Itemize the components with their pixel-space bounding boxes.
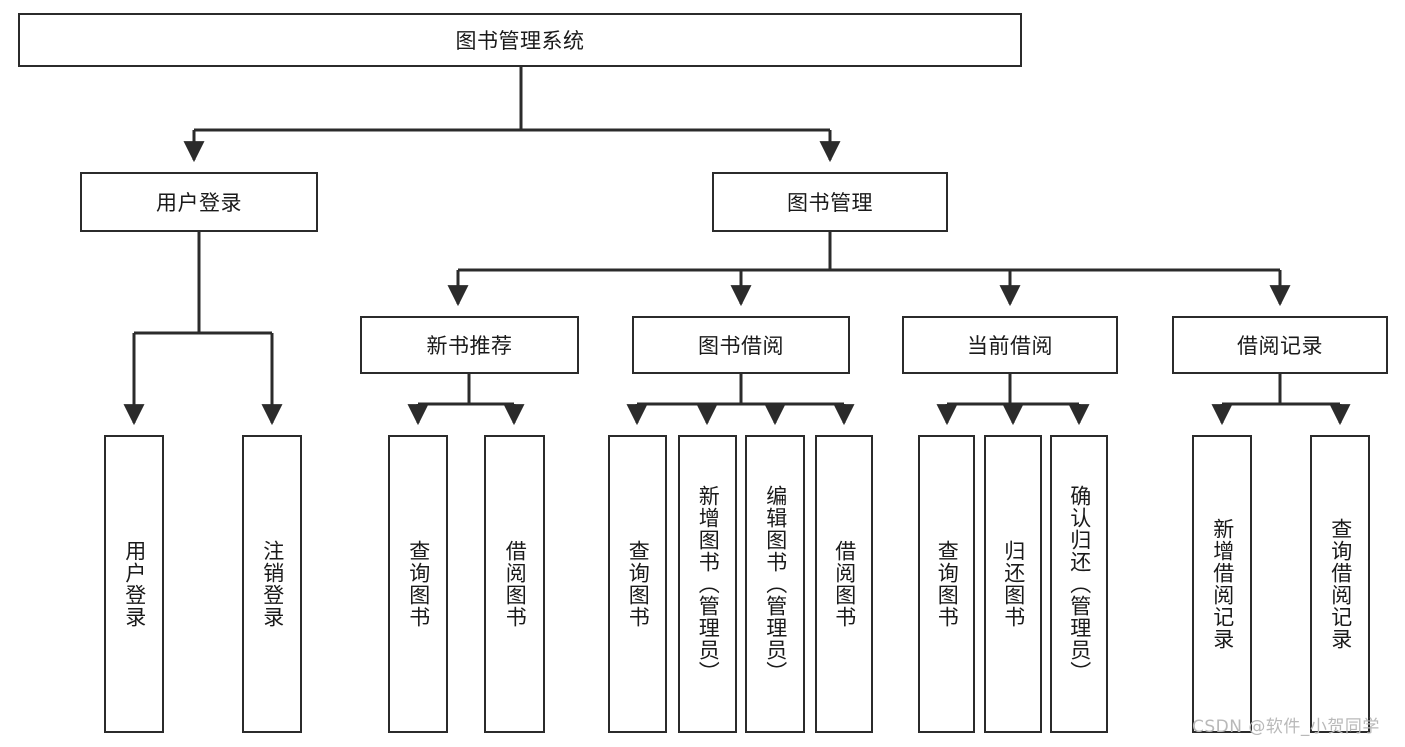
node-leaf-borrow-book[interactable]: 借阅图书 [815, 435, 873, 733]
node-leaf-user-login[interactable]: 用户登录 [104, 435, 164, 733]
node-label: 注销登录 [260, 540, 285, 628]
node-label: 用户登录 [122, 540, 147, 628]
node-leaf-query-book-borrow[interactable]: 查询图书 [608, 435, 667, 733]
node-leaf-add-borrow-record[interactable]: 新增借阅记录 [1192, 435, 1252, 733]
node-user-login[interactable]: 用户登录 [80, 172, 318, 232]
node-book-borrow[interactable]: 图书借阅 [632, 316, 850, 374]
node-borrow-record[interactable]: 借阅记录 [1172, 316, 1388, 374]
node-current-borrow[interactable]: 当前借阅 [902, 316, 1118, 374]
node-label: 借阅图书 [503, 540, 528, 628]
node-label: 用户登录 [156, 191, 242, 215]
node-root-system[interactable]: 图书管理系统 [18, 13, 1022, 67]
node-leaf-borrow-book-new[interactable]: 借阅图书 [484, 435, 545, 733]
node-leaf-logout[interactable]: 注销登录 [242, 435, 302, 733]
node-book-management[interactable]: 图书管理 [712, 172, 948, 232]
node-leaf-confirm-return-admin[interactable]: 确认归还（管理员） [1050, 435, 1108, 733]
node-label: 查询图书 [626, 540, 651, 628]
node-label: 当前借阅 [967, 334, 1053, 358]
node-label: 新书推荐 [426, 334, 513, 358]
node-label: 图书管理系统 [455, 29, 585, 53]
node-label: 查询借阅记录 [1328, 518, 1353, 650]
node-label: 新增借阅记录 [1210, 518, 1235, 650]
node-label: 借阅记录 [1237, 334, 1323, 358]
node-leaf-query-borrow-record[interactable]: 查询借阅记录 [1310, 435, 1370, 733]
node-label: 确认归还（管理员） [1067, 485, 1092, 683]
node-label: 借阅图书 [832, 540, 857, 628]
node-new-book-recommend[interactable]: 新书推荐 [360, 316, 579, 374]
node-label: 归还图书 [1001, 540, 1026, 628]
node-leaf-query-book-new[interactable]: 查询图书 [388, 435, 448, 733]
node-leaf-edit-book-admin[interactable]: 编辑图书（管理员） [745, 435, 805, 733]
node-label: 图书借阅 [698, 334, 784, 358]
node-leaf-return-book[interactable]: 归还图书 [984, 435, 1042, 733]
node-label: 查询图书 [406, 540, 431, 628]
node-label: 编辑图书（管理员） [763, 485, 788, 683]
node-label: 图书管理 [787, 191, 873, 215]
node-leaf-query-book-current[interactable]: 查询图书 [918, 435, 975, 733]
node-label: 新增图书（管理员） [696, 485, 721, 683]
node-leaf-add-book-admin[interactable]: 新增图书（管理员） [678, 435, 737, 733]
node-label: 查询图书 [935, 540, 960, 628]
